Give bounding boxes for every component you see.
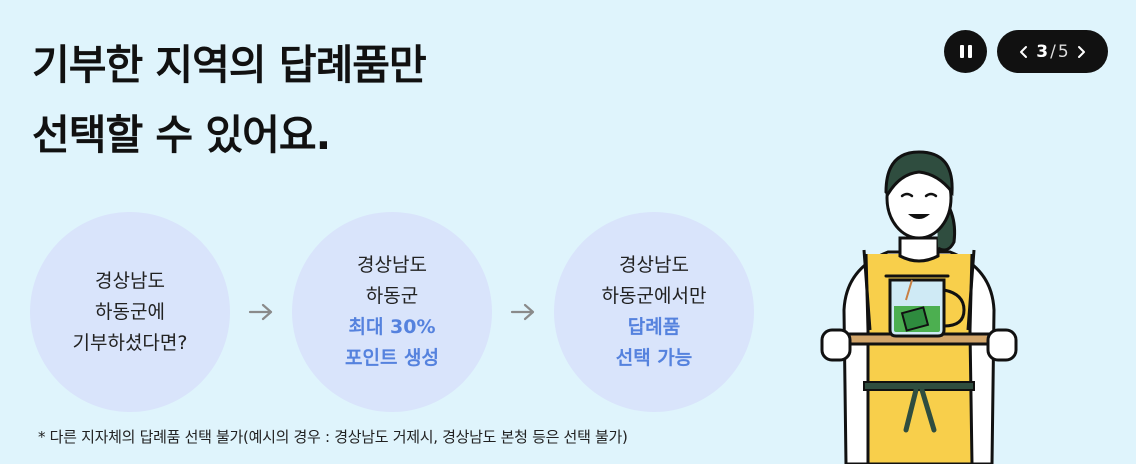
waiter-illustration: [820, 150, 1018, 464]
step-2-line-2: 하동군: [365, 285, 419, 307]
step-points: 경상남도 하동군 최대 30% 포인트 생성: [292, 212, 492, 412]
arrow-right-icon: [510, 303, 535, 321]
step-1-line-3: 기부하셨다면?: [72, 331, 188, 354]
step-2-highlight-2: 포인트 생성: [344, 347, 439, 369]
next-slide-button[interactable]: [1074, 42, 1088, 62]
step-1-line-2: 하동군에: [95, 300, 165, 323]
step-1-line-1: 경상남도: [95, 269, 165, 292]
step-2-highlight-1: 최대 30%: [348, 316, 436, 338]
current-slide: 3: [1036, 41, 1049, 62]
step-3-line-1: 경상남도: [619, 254, 689, 276]
arrow-right-icon: [248, 303, 273, 321]
total-slides: 5: [1057, 41, 1069, 62]
slide-counter: 3 / 5: [1036, 42, 1068, 62]
pause-button[interactable]: [944, 30, 987, 73]
chevron-right-icon: [1078, 45, 1085, 58]
step-3-highlight-2: 선택 가능: [615, 347, 693, 369]
headline: 기부한 지역의 답례품만 선택할 수 있어요.: [32, 30, 427, 170]
headline-line-2: 선택할 수 있어요.: [32, 111, 331, 159]
pause-icon: [959, 45, 972, 58]
step-donation: 경상남도 하동군에 기부하셨다면?: [30, 212, 230, 412]
step-3-line-2: 하동군에서만: [601, 285, 707, 307]
step-2-line-1: 경상남도: [357, 254, 427, 276]
step-3-highlight-1: 답례품: [627, 316, 681, 338]
headline-line-1: 기부한 지역의 답례품만: [32, 41, 427, 89]
step-gift-selection: 경상남도 하동군에서만 답례품 선택 가능: [554, 212, 754, 412]
slide-pager: 3 / 5: [997, 30, 1108, 73]
footnote: * 다른 지자체의 답례품 선택 불가(예시의 경우 : 경상남도 거제시, 경…: [38, 428, 628, 446]
prev-slide-button[interactable]: [1017, 42, 1031, 62]
slide-separator: /: [1050, 41, 1056, 62]
chevron-left-icon: [1020, 45, 1027, 58]
